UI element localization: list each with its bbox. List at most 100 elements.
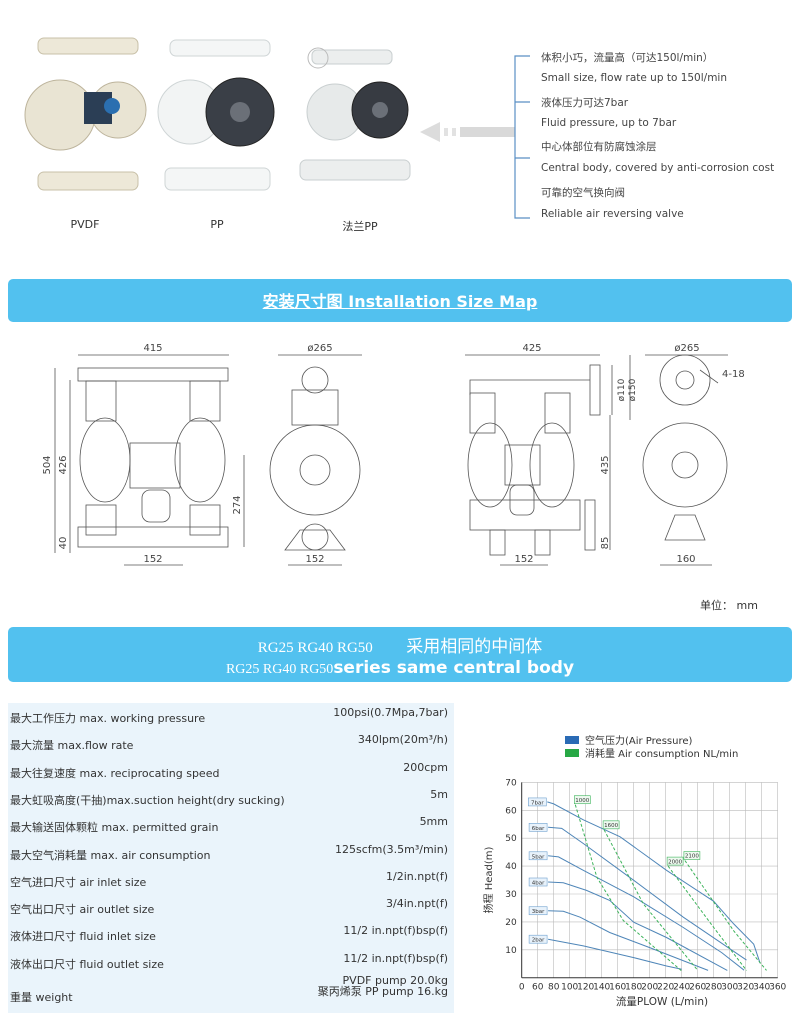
- pressure-curve-5bar: [548, 855, 745, 971]
- spec-label: 最大流量 max.flow rate: [10, 739, 134, 753]
- spec-label: 最大输送固体颗粒 max. permitted grain: [10, 821, 219, 835]
- spec-label: 最大空气消耗量 max. air consumption: [10, 848, 211, 862]
- consumption-tag-box: [683, 851, 701, 860]
- drawing-right-front: [465, 354, 728, 566]
- installation-drawings: 415 ø265 504 426 274 40 152 152 425 ø265…: [42, 343, 745, 566]
- pressure-tag-box: [528, 877, 548, 887]
- performance-chart: 空气压力(Air Pressure) 消耗量 Air consumption N…: [482, 734, 787, 1008]
- x-tick-label: 200: [641, 983, 658, 993]
- product-label-pvdf: PVDF: [70, 218, 100, 231]
- consumption-curve-2000: [667, 865, 747, 971]
- spec-label: 液体出口尺寸 fluid outlet size: [10, 957, 164, 971]
- spec-value: 5mm: [420, 816, 448, 827]
- y-tick-label: 60: [505, 806, 517, 816]
- x-tick-label: 160: [609, 983, 626, 993]
- banner-cn-title: 采用相同的中间体: [406, 637, 543, 657]
- x-tick-label: 140: [593, 983, 610, 993]
- spec-row: 最大输送固体颗粒 max. permitted grain 5mm: [10, 812, 448, 839]
- pressure-tag-box: [528, 823, 548, 832]
- x-tick-label: 0: [519, 983, 525, 993]
- product-label-flange-pp: 法兰PP: [342, 220, 378, 233]
- x-tick-label: 340: [753, 983, 770, 993]
- x-tick-label: 300: [721, 983, 738, 993]
- feature-text: 液体压力可达7bar: [541, 97, 629, 109]
- spec-table: [8, 703, 454, 1013]
- spec-row: 液体进口尺寸 fluid inlet size 11/2 in.npt(f)bsp…: [10, 921, 448, 948]
- feature-bracket: [514, 55, 530, 219]
- spec-value-text: 1/2in.npt(f): [386, 869, 448, 883]
- pressure-tag-box: [528, 851, 548, 861]
- feature-text: 可靠的空气换向阀: [541, 187, 625, 199]
- spec-value-text: 340lpm(20m³/h): [357, 733, 448, 747]
- spec-label: 最大虹吸高度(干抽)max.suction height(dry sucking…: [10, 793, 285, 807]
- product-photos: [24, 37, 530, 219]
- pump-photo-pvdf: [24, 37, 147, 191]
- spec-label: 空气出口尺寸 air outlet size: [10, 903, 155, 917]
- x-tick-label: 260: [689, 983, 706, 993]
- installation-title: 安装尺寸图 Installation Size Map: [262, 292, 538, 311]
- legend-air-consumption: 消耗量 Air consumption NL/min: [585, 747, 738, 760]
- consumption-tag-label: 2000: [668, 859, 682, 865]
- legend-air-pressure: 空气压力(Air Pressure): [585, 734, 693, 747]
- spec-value: 1/2in.npt(f): [386, 871, 448, 882]
- y-tick-label: 10: [505, 946, 517, 956]
- dim-base-40: 40: [58, 537, 69, 550]
- dim-diameter-265: ø265: [307, 343, 332, 354]
- dim-foot-side-152: 152: [305, 554, 324, 565]
- pump-photo-flange-pp: [299, 47, 411, 181]
- dim-height-426: 426: [58, 455, 69, 474]
- consumption-tag-box: [602, 820, 620, 830]
- consumption-tag-label: 1000: [575, 798, 589, 804]
- dim-foot-152: 152: [143, 554, 162, 565]
- consumption-curve-1600: [603, 829, 698, 970]
- spec-label: 最大往复速度 max. reciprocating speed: [10, 766, 220, 780]
- pressure-tag-label: 6bar: [532, 826, 545, 832]
- y-tick-label: 20: [505, 918, 517, 928]
- pressure-tag-box: [527, 797, 547, 807]
- spec-value-text: 3/4in.npt(f): [386, 897, 448, 911]
- spec-value-text: PVDF pump 20.0kg: [342, 974, 448, 987]
- installation-banner: 安装尺寸图 Installation Size Map: [8, 279, 792, 322]
- central-body-banner: RG25 RG40 RG50 采用相同的中间体 RG25 RG40 RG50se…: [8, 627, 792, 682]
- pressure-tag-label: 4bar: [532, 881, 545, 887]
- pressure-curve-7bar: [547, 801, 761, 964]
- product-label-pp: PP: [210, 218, 224, 231]
- pressure-curve-6bar: [548, 826, 747, 961]
- feature-text: 体积小巧，流量高（可达150l/min）: [541, 52, 714, 64]
- drawing-left-front: [54, 354, 362, 566]
- spec-row: 空气出口尺寸 air outlet size 3/4in.npt(f): [10, 894, 448, 921]
- x-axis-label: 流量PLOW (L/min): [616, 995, 708, 1008]
- x-tick-label: 80: [548, 983, 560, 993]
- banner-models: RG25 RG40 RG50: [225, 662, 334, 677]
- pressure-curve-3bar: [548, 910, 709, 971]
- spec-value-text: 5mm: [419, 815, 448, 829]
- x-tick-label: 180: [625, 983, 642, 993]
- x-tick-label: 60: [532, 983, 544, 993]
- spec-row: 最大虹吸高度(干抽)max.suction height(dry sucking…: [10, 785, 448, 812]
- dim-flange-110: ø110: [617, 378, 627, 401]
- legend-swatch-air-consumption: [565, 749, 579, 757]
- spec-value-text: 聚丙烯泵 PP pump 16.kg: [317, 985, 448, 998]
- consumption-tag-label: 1600: [604, 823, 618, 829]
- spec-value-text: 125scfm(3.5m³/min): [334, 842, 448, 856]
- spec-label: 液体进口尺寸 fluid inlet size: [10, 930, 156, 944]
- consumption-curve-1000: [574, 804, 683, 972]
- consumption-tag-label: 2100: [685, 854, 699, 860]
- feature-text: Small size, flow rate up to 150l/min: [541, 72, 727, 84]
- spec-value: 11/2 in.npt(f)bsp(f): [343, 925, 448, 936]
- x-tick-label: 240: [673, 983, 690, 993]
- consumption-curve-2100: [684, 860, 767, 971]
- y-axis-label: 扬程 Head(m): [482, 846, 495, 913]
- spec-value: 340lpm(20m³/h): [358, 734, 448, 745]
- legend-swatch-air-pressure: [565, 736, 579, 744]
- spec-value-text: 5m: [430, 787, 448, 801]
- dim-height-274: 274: [232, 495, 243, 514]
- x-tick-label: 220: [657, 983, 674, 993]
- spec-label: 最大工作压力 max. working pressure: [10, 712, 206, 725]
- x-tick-label: 320: [737, 983, 754, 993]
- feature-text: Central body, covered by anti-corrosion …: [541, 162, 775, 174]
- x-tick-label: 280: [705, 983, 722, 993]
- pressure-curve-4bar: [548, 881, 728, 971]
